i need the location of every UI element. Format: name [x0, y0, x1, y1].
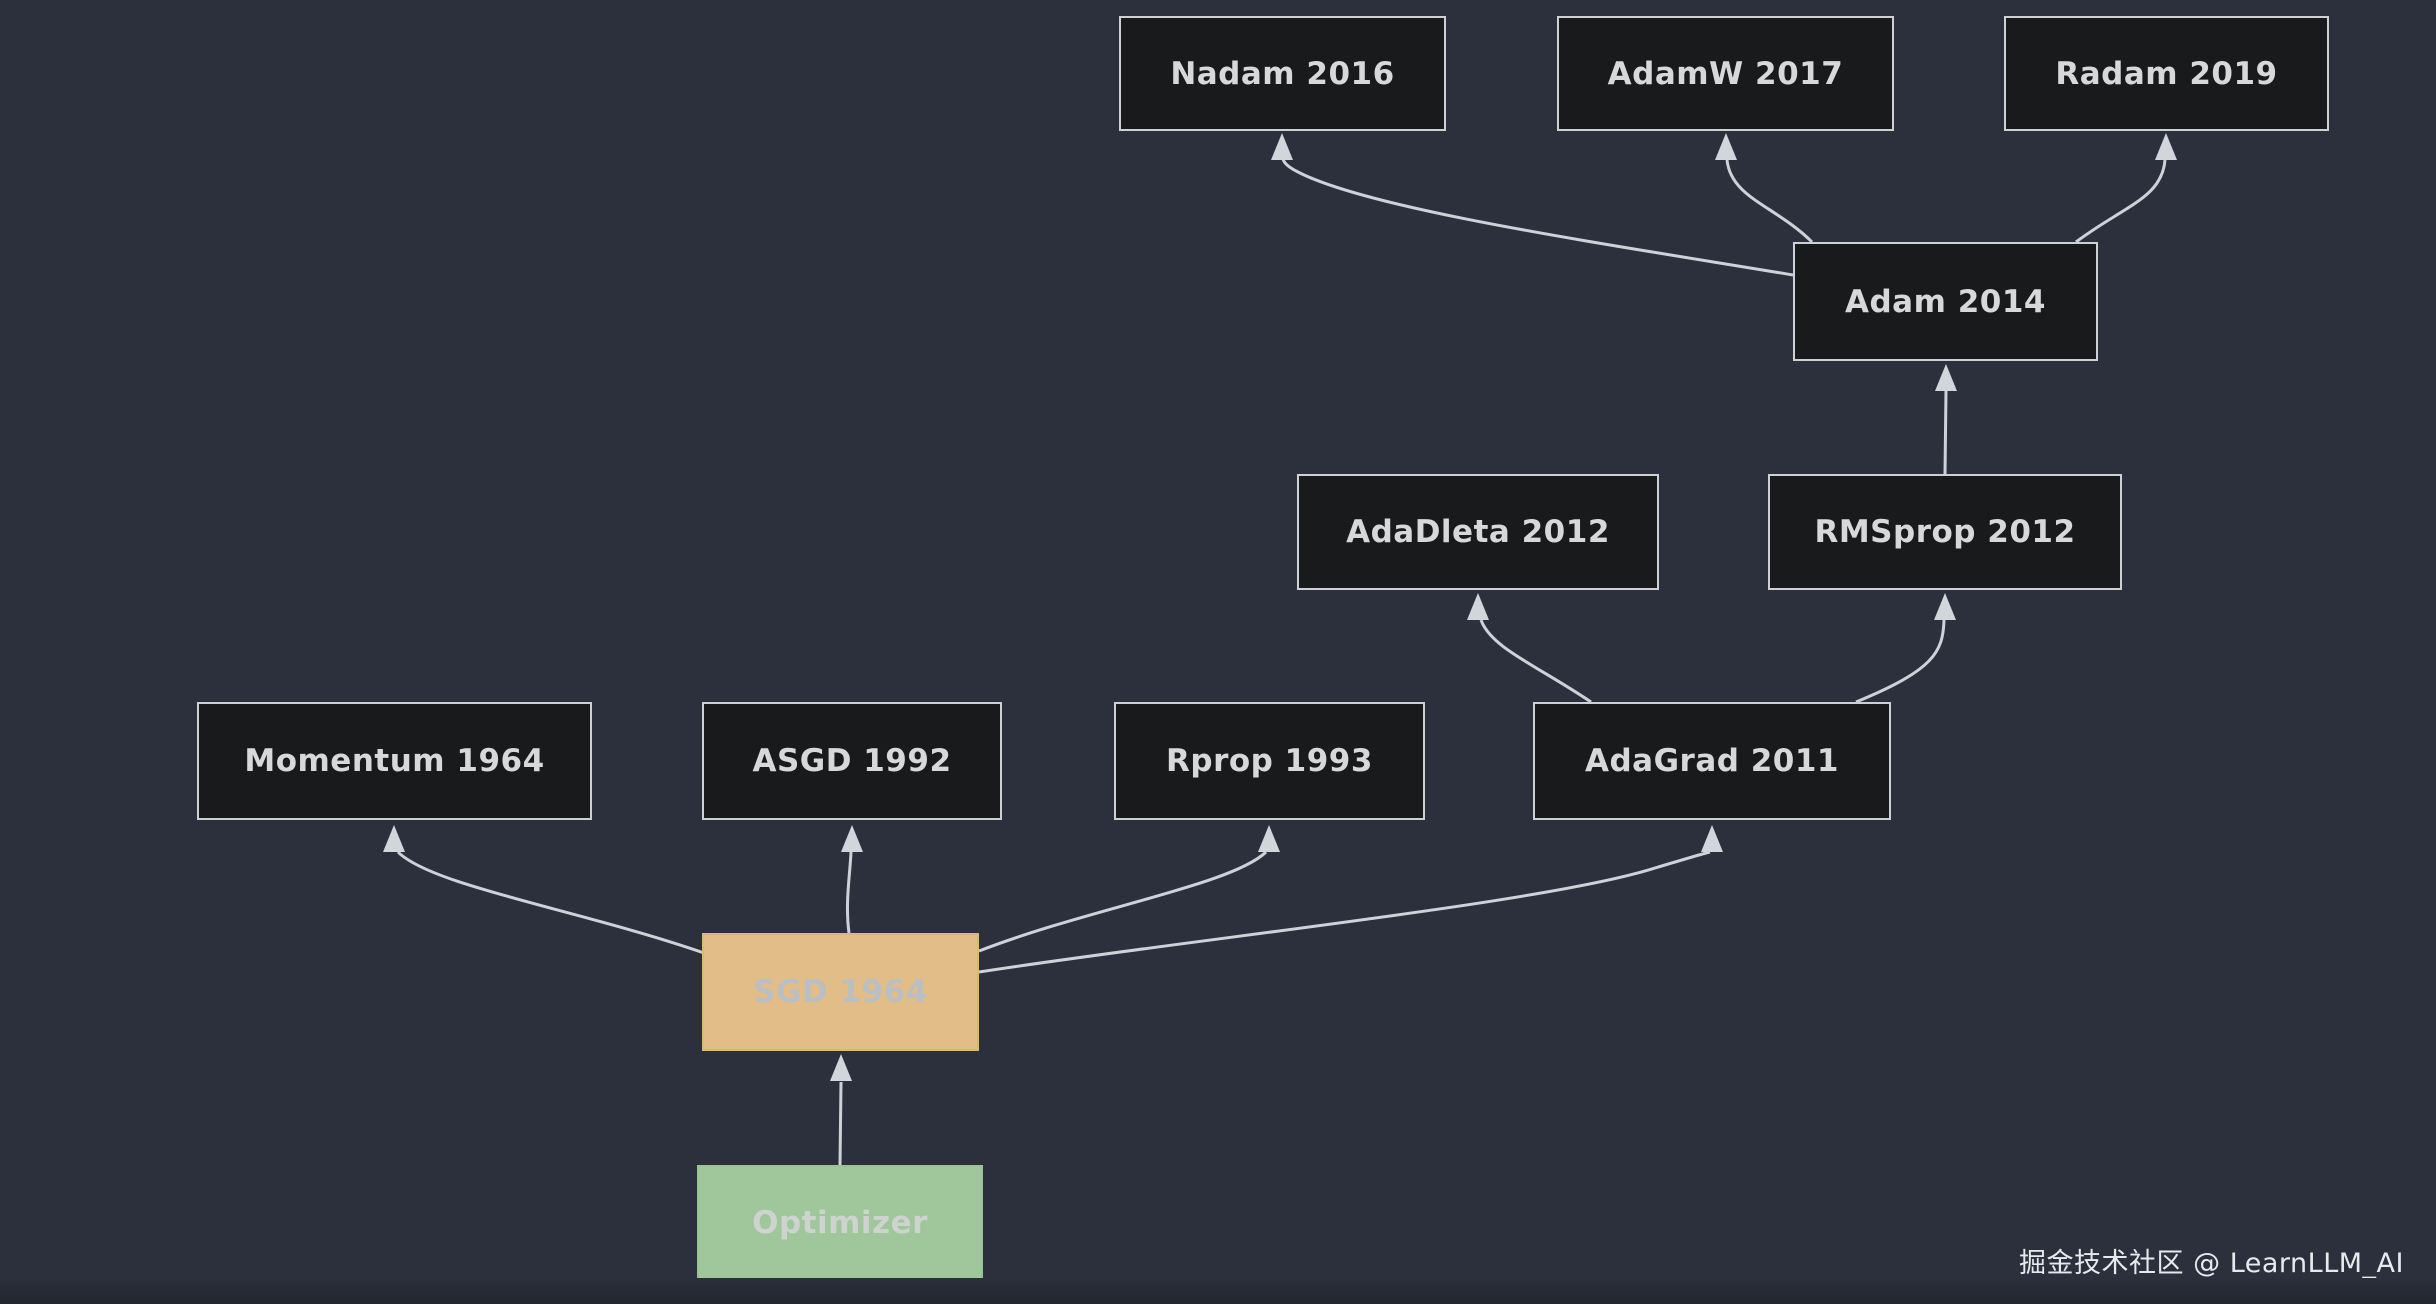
node-optimizer: Optimizer — [697, 1165, 983, 1280]
arrowhead-sgd-asgd — [841, 825, 863, 852]
watermark: 掘金技术社区 @ LearnLLM_AI — [2019, 1248, 2404, 1279]
arrowhead-adam-nadam — [1271, 133, 1293, 160]
node-sgd: SGD 1964 — [702, 933, 979, 1051]
node-momentum: Momentum 1964 — [197, 702, 592, 820]
edge-sgd-adagrad — [978, 850, 1711, 974]
edge-sgd-rprop — [978, 850, 1268, 953]
arrowhead-sgd-momentum — [383, 825, 405, 852]
node-adagrad: AdaGrad 2011 — [1533, 702, 1891, 820]
edge-adam-adamw — [1725, 159, 1814, 244]
node-adam: Adam 2014 — [1793, 242, 2098, 361]
node-adadleta: AdaDleta 2012 — [1297, 474, 1659, 590]
edge-adam-nadam — [1281, 158, 1794, 277]
arrowhead-adam-adamw — [1715, 133, 1737, 160]
edge-rmsprop-adam — [1943, 390, 1948, 475]
arrowhead-adagrad-rmsprop — [1934, 593, 1956, 620]
arrowhead-adam-radam — [2155, 133, 2177, 160]
node-adamw: AdamW 2017 — [1557, 16, 1894, 131]
edge-adagrad-rmsprop — [1855, 619, 1946, 704]
edge-adam-radam — [2075, 159, 2167, 244]
node-nadam: Nadam 2016 — [1119, 16, 1446, 131]
node-rmsprop: RMSprop 2012 — [1768, 474, 2122, 590]
node-rprop: Rprop 1993 — [1114, 702, 1425, 820]
arrowhead-rmsprop-adam — [1935, 364, 1957, 391]
node-asgd: ASGD 1992 — [702, 702, 1002, 820]
edge-sgd-momentum — [396, 850, 705, 955]
arrowhead-sgd-rprop — [1258, 825, 1280, 852]
node-radam: Radam 2019 — [2004, 16, 2329, 131]
edge-optimizer-sgd — [838, 1081, 843, 1166]
arrowhead-optimizer-sgd — [830, 1054, 852, 1081]
arrowhead-sgd-adagrad — [1701, 825, 1723, 852]
edge-adagrad-adadleta — [1479, 619, 1592, 704]
arrowhead-adagrad-adadleta — [1467, 593, 1489, 620]
edge-sgd-asgd — [845, 851, 853, 934]
bottom-edge-strip — [0, 1278, 2436, 1304]
